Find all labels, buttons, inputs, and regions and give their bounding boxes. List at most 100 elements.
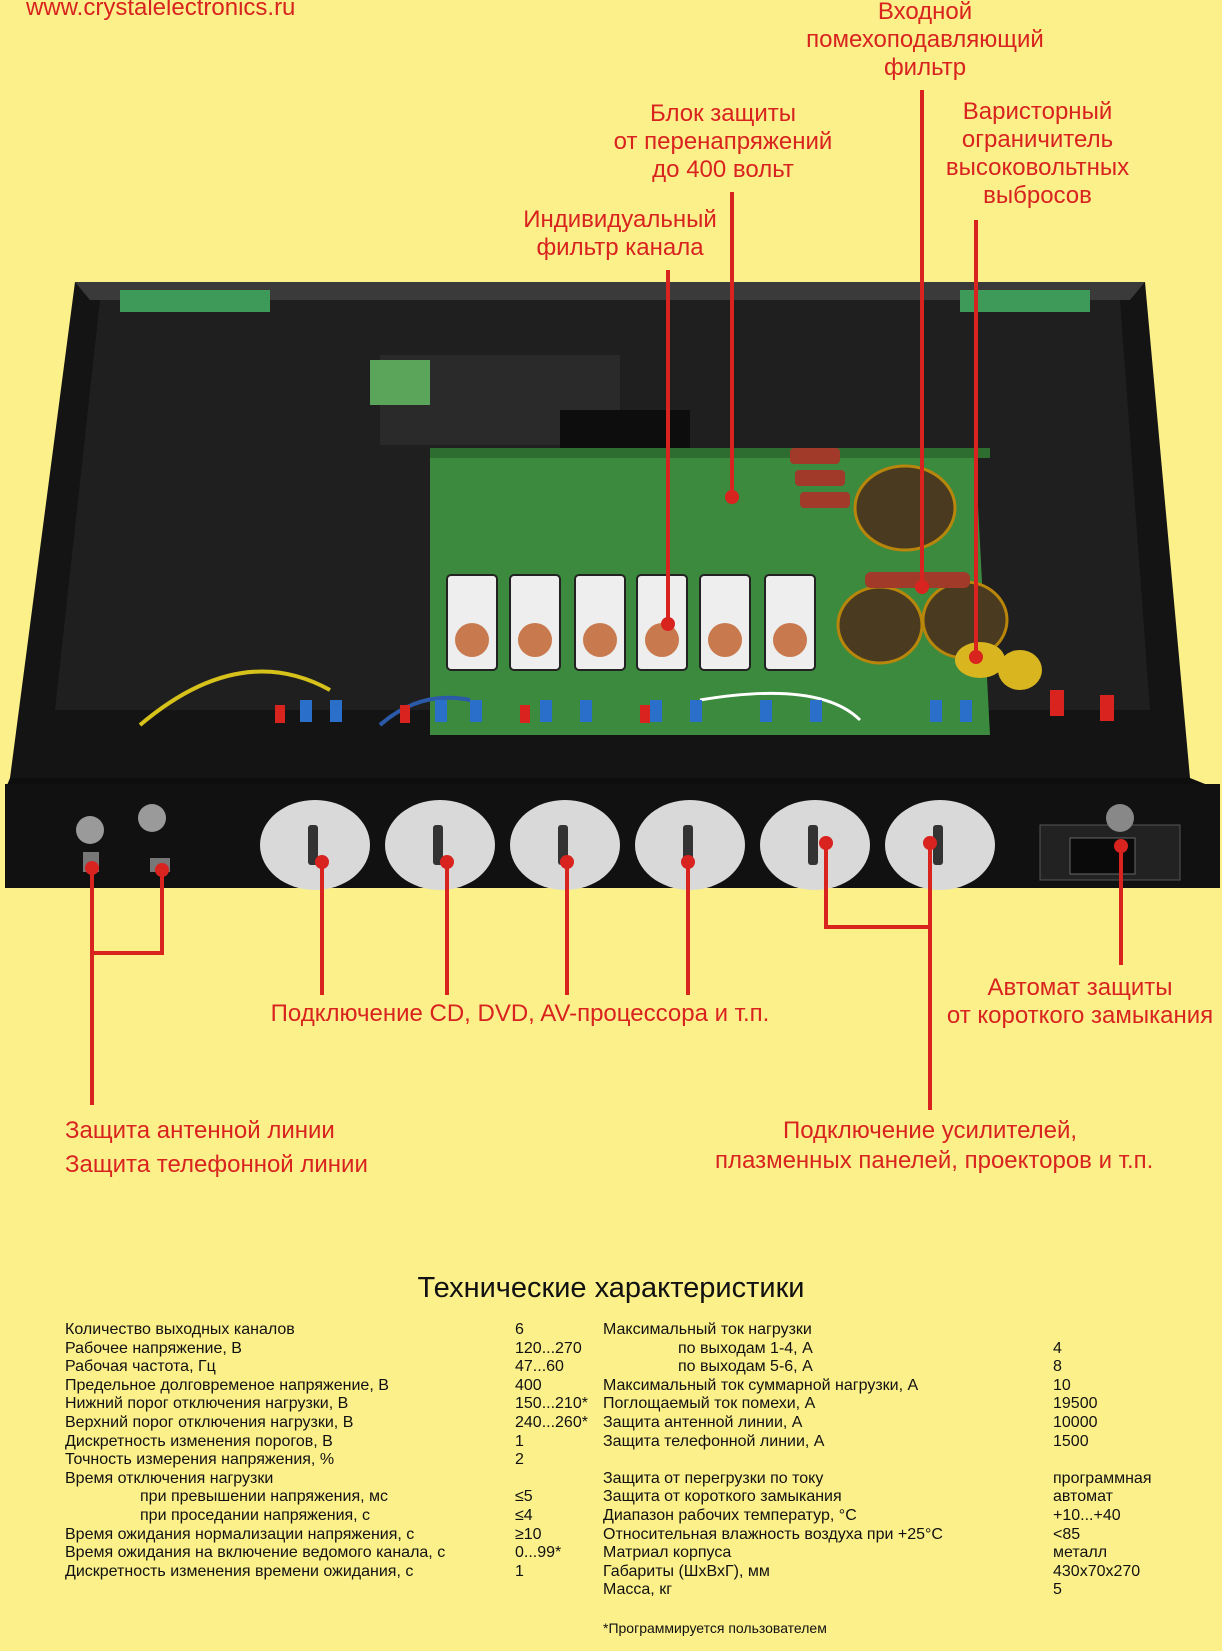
- spec-row: по выходам 1-4, А 4: [603, 1340, 1163, 1359]
- spec-label: Габариты (ШхВхГ), мм: [603, 1562, 770, 1580]
- spec-label: Защита антенной линии, А: [603, 1413, 803, 1431]
- spec-row: Защита антенной линии, А 10000: [603, 1414, 1163, 1433]
- spec-row: Относительная влажность воздуха при +25°…: [603, 1526, 1163, 1545]
- spec-label: Верхний порог отключения нагрузки, В: [65, 1413, 354, 1431]
- spec-value: 47...60: [515, 1358, 564, 1376]
- spec-value: программная: [1053, 1469, 1152, 1487]
- spec-label: при проседании напряжения, с: [140, 1506, 371, 1524]
- callout-channel-filter: Индивидуальный фильтр канала: [505, 206, 735, 262]
- callout-line: Блок защиты: [649, 100, 796, 127]
- callout-amplifiers: Подключение усилителей, плазменных панел…: [715, 1116, 1153, 1176]
- spec-label: Количество выходных каналов: [65, 1321, 295, 1338]
- callout-line: от короткого замыкания: [946, 1002, 1214, 1029]
- spec-value: 10: [1053, 1376, 1071, 1394]
- spec-row: Рабочая частота, Гц 47...60: [65, 1358, 605, 1377]
- spec-value: ≤5: [515, 1488, 533, 1506]
- spec-label: Защита от короткого замыкания: [603, 1488, 842, 1506]
- callout-varistor: Варисторный ограничитель высоковольтных …: [920, 98, 1155, 210]
- spec-row: Время ожидания на включение ведомого кан…: [65, 1544, 605, 1563]
- callout-line: фильтр: [883, 54, 967, 81]
- spec-label: Точность измерения напряжения, %: [65, 1451, 335, 1469]
- spec-row: Время отключения нагрузки: [65, 1470, 605, 1489]
- callout-surge-block: Блок защиты от перенапряжений до 400 вол…: [598, 100, 848, 184]
- spec-value: 150...210*: [515, 1395, 588, 1413]
- spec-label: Относительная влажность воздуха при +25°…: [603, 1525, 943, 1543]
- callout-line: Защита антенной линии: [65, 1117, 335, 1144]
- spec-row: при проседании напряжения, с≤4: [65, 1507, 605, 1526]
- spec-label: Время отключения нагрузки: [65, 1469, 274, 1487]
- spec-row: Количество выходных каналов 6: [65, 1321, 605, 1340]
- spec-value: автомат: [1053, 1488, 1113, 1506]
- spec-label: Предельное долговременое напряжение, В: [65, 1376, 389, 1394]
- callout-line: фильтр канала: [536, 234, 704, 261]
- spec-label: Нижний порог отключения нагрузки, В: [65, 1395, 349, 1413]
- callout-line: выбросов: [983, 182, 1092, 209]
- spec-value: 240...260*: [515, 1413, 588, 1431]
- callout-line: от перенапряжений: [613, 128, 833, 155]
- spec-label: Рабочее напряжение, В: [65, 1339, 242, 1357]
- spec-row: Предельное долговременое напряжение, В 40…: [65, 1377, 605, 1396]
- spec-row: по выходам 5-6, А 8: [603, 1358, 1163, 1377]
- spec-value: ≥10: [515, 1525, 542, 1543]
- spec-value: 1: [515, 1562, 524, 1580]
- spec-value: 8: [1053, 1358, 1062, 1376]
- spec-value: 10000: [1053, 1413, 1098, 1431]
- spec-value: 1500: [1053, 1432, 1089, 1450]
- callout-line: до 400 вольт: [652, 156, 794, 183]
- spec-row: при превышении напряжения, мс ≤5: [65, 1488, 605, 1507]
- spec-label: по выходам 1-4, А: [678, 1339, 813, 1357]
- spec-value: 430х70х270: [1053, 1562, 1141, 1580]
- spec-label: при превышении напряжения, мс: [140, 1488, 389, 1506]
- spec-row: Максимальный ток суммарной нагрузки, А 10: [603, 1377, 1163, 1396]
- callout-line: Защита телефонной линии: [65, 1151, 368, 1178]
- spec-value: 0...99*: [515, 1544, 562, 1562]
- spec-row: [603, 1451, 1163, 1470]
- callout-line: Подключение усилителей,: [782, 1117, 1078, 1144]
- callout-line: высоковольтных: [945, 154, 1130, 181]
- spec-row: Диапазон рабочих температур, °C+10...+40: [603, 1507, 1163, 1526]
- callout-line-protection: Защита антенной линии Защита телефонной …: [65, 1114, 368, 1182]
- spec-label: Время ожидания на включение ведомого кан…: [65, 1544, 446, 1562]
- site-url: www.crystalelectronics.ru: [26, 0, 296, 21]
- spec-row: Верхний порог отключения нагрузки, В 240.…: [65, 1414, 605, 1433]
- spec-value: 6: [515, 1321, 524, 1338]
- spec-label: по выходам 5-6, А: [678, 1358, 813, 1376]
- spec-label: Рабочая частота, Гц: [65, 1358, 216, 1376]
- spec-label: Матриал корпуса: [603, 1544, 732, 1562]
- spec-row: Дискретность изменения порогов, В 1: [65, 1433, 605, 1452]
- spec-value: <85: [1053, 1525, 1081, 1543]
- callout-line: Автомат защиты: [987, 974, 1173, 1001]
- spec-row: Максимальный ток нагрузки: [603, 1321, 1163, 1340]
- spec-value: 4: [1053, 1339, 1062, 1357]
- footnote: *Программируется пользователем: [603, 1620, 827, 1636]
- spec-value: 5: [1053, 1581, 1062, 1599]
- spec-label: Дискретность изменения порогов, В: [65, 1432, 333, 1450]
- spec-row: Защита от короткого замыкания автомат: [603, 1488, 1163, 1507]
- callout-breaker: Автомат защиты от короткого замыкания: [940, 974, 1220, 1030]
- spec-label: Максимальный ток суммарной нагрузки, А: [603, 1376, 919, 1394]
- spec-label: Время ожидания нормализации напряжения, …: [65, 1525, 415, 1543]
- spec-value: 2: [515, 1451, 524, 1469]
- spec-value: 400: [515, 1376, 542, 1394]
- spec-row: Дискретность изменения времени ожидания,…: [65, 1563, 605, 1582]
- callout-line: Индивидуальный: [523, 206, 717, 233]
- spec-row: Матриал корпуса металл: [603, 1544, 1163, 1563]
- spec-row: Масса, кг 5: [603, 1581, 1163, 1600]
- specs-title: Технические характеристики: [417, 1272, 805, 1304]
- spec-row: Точность измерения напряжения, % 2: [65, 1451, 605, 1470]
- spec-row: Нижний порог отключения нагрузки, В 150..…: [65, 1395, 605, 1414]
- callout-line: Входной: [877, 0, 973, 25]
- spec-label: Максимальный ток нагрузки: [603, 1321, 812, 1338]
- spec-label: Масса, кг: [603, 1581, 673, 1599]
- spec-value: металл: [1053, 1544, 1108, 1562]
- spec-value: 1: [515, 1432, 524, 1450]
- spec-value: +10...+40: [1053, 1506, 1121, 1524]
- callout-line: помехоподавляющий: [806, 26, 1044, 53]
- spec-label: Дискретность изменения времени ожидания,…: [65, 1562, 414, 1580]
